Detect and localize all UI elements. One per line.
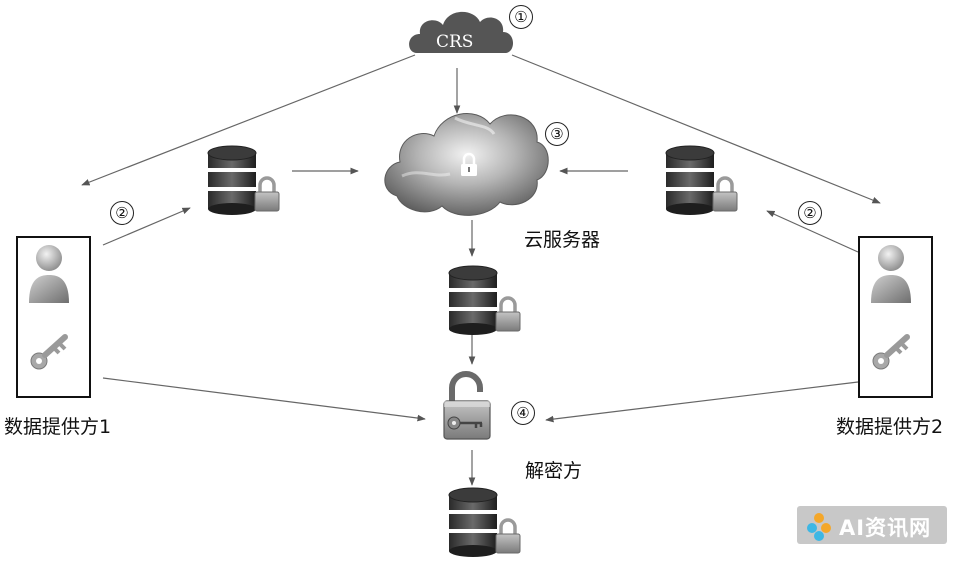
step-4-marker: ④ <box>511 401 535 425</box>
cloud-server-icon <box>384 113 549 216</box>
result-encrypted-database-icon <box>447 486 522 559</box>
decryptor-unlock-key-icon <box>443 371 491 440</box>
step-2-left-marker: ② <box>110 201 134 225</box>
step-2-right-marker: ② <box>798 201 822 225</box>
watermark-logo-icon <box>807 513 831 541</box>
provider2-user-key-icon <box>871 245 911 369</box>
cloud-padlock-icon <box>461 152 477 176</box>
provider2-label: 数据提供方2 <box>836 416 944 438</box>
center-encrypted-database-icon <box>447 264 522 337</box>
watermark-badge: AI资讯网 <box>797 506 947 544</box>
provider1-label: 数据提供方1 <box>4 416 112 438</box>
cloud-server-label: 云服务器 <box>524 229 601 251</box>
watermark-text: AI资讯网 <box>839 516 932 540</box>
provider1-box <box>16 236 91 398</box>
provider2-box <box>858 236 933 398</box>
right-encrypted-database-icon <box>664 144 739 217</box>
decryptor-label: 解密方 <box>525 460 583 482</box>
arrows <box>81 54 881 486</box>
provider1-user-key-icon <box>29 245 69 369</box>
step-1-marker: ① <box>509 5 533 29</box>
crs-label: CRS <box>436 32 474 52</box>
step-3-marker: ③ <box>545 122 569 146</box>
left-encrypted-database-icon <box>206 144 281 217</box>
crs-cloud-icon <box>409 11 514 53</box>
